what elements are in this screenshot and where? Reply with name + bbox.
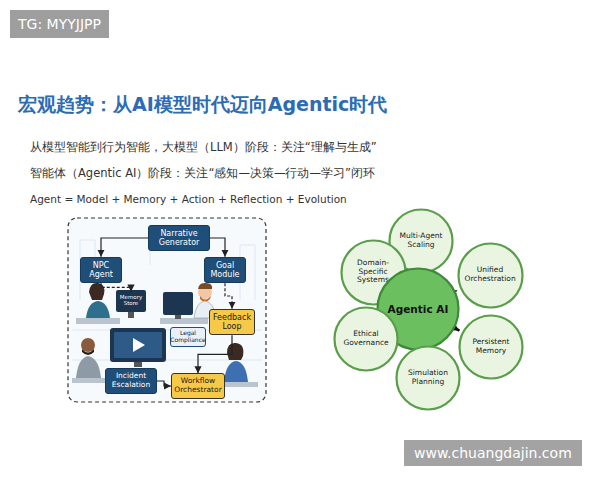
node-label: Narrative Generator xyxy=(152,229,206,247)
module-box: Goal Module xyxy=(204,257,246,283)
watermark: TG: MYYJJPP xyxy=(10,10,109,38)
node-label: Workflow Orchestrator xyxy=(174,377,221,394)
capability-circle: Ethical Governance xyxy=(333,306,399,372)
node-label: Memory Store xyxy=(120,294,142,307)
node-label: Simulation Planning xyxy=(403,369,453,386)
spoke-arrow xyxy=(457,329,460,331)
formula-line: Agent = Model + Memory + Action + Reflec… xyxy=(30,193,347,205)
flow-arrow xyxy=(101,238,148,257)
node-label: Ethical Governance xyxy=(341,330,391,347)
node-label: Agentic AI xyxy=(384,303,452,315)
node-label: Persistent Memory xyxy=(466,338,516,355)
node-label: Legal Compliance xyxy=(170,330,205,344)
module-box: Narrative Generator xyxy=(148,225,210,251)
capability-circle: Simulation Planning xyxy=(395,345,461,411)
node-label: Feedback Loop xyxy=(213,313,251,331)
flow-arrow xyxy=(157,381,171,386)
compliance-tag: Legal Compliance xyxy=(170,327,206,347)
node-label: NPC Agent xyxy=(84,261,118,279)
page-title: 宏观趋势：从AI模型时代迈向Agentic时代 xyxy=(18,92,387,118)
capability-circle: Unified Orchestration xyxy=(457,242,524,309)
flow-arrow xyxy=(225,283,232,309)
module-box: NPC Agent xyxy=(80,257,122,283)
screen-label: Memory Store xyxy=(118,292,144,309)
capability-circle: Persistent Memory xyxy=(458,314,524,380)
spoke-arrow xyxy=(456,289,459,292)
orchestrator-box: Workflow Orchestrator xyxy=(171,373,225,398)
flow-arrow xyxy=(210,238,225,257)
loop-box: Feedback Loop xyxy=(209,309,255,335)
flow-arrow xyxy=(101,283,131,292)
node-label: Incident Escalation xyxy=(109,372,153,389)
node-label: Goal Module xyxy=(208,261,242,279)
watermark: www.chuangdajin.com xyxy=(404,440,582,466)
node-label: Unified Orchestration xyxy=(465,266,516,283)
body-line: 从模型智能到行为智能，大模型（LLM）阶段：关注“理解与生成” xyxy=(30,140,377,155)
node-label: Multi-Agent Scaling xyxy=(396,232,446,249)
body-line: 智能体（Agentic AI）阶段：关注“感知—决策—行动—学习”闭环 xyxy=(30,166,375,181)
module-box: Incident Escalation xyxy=(105,368,157,393)
